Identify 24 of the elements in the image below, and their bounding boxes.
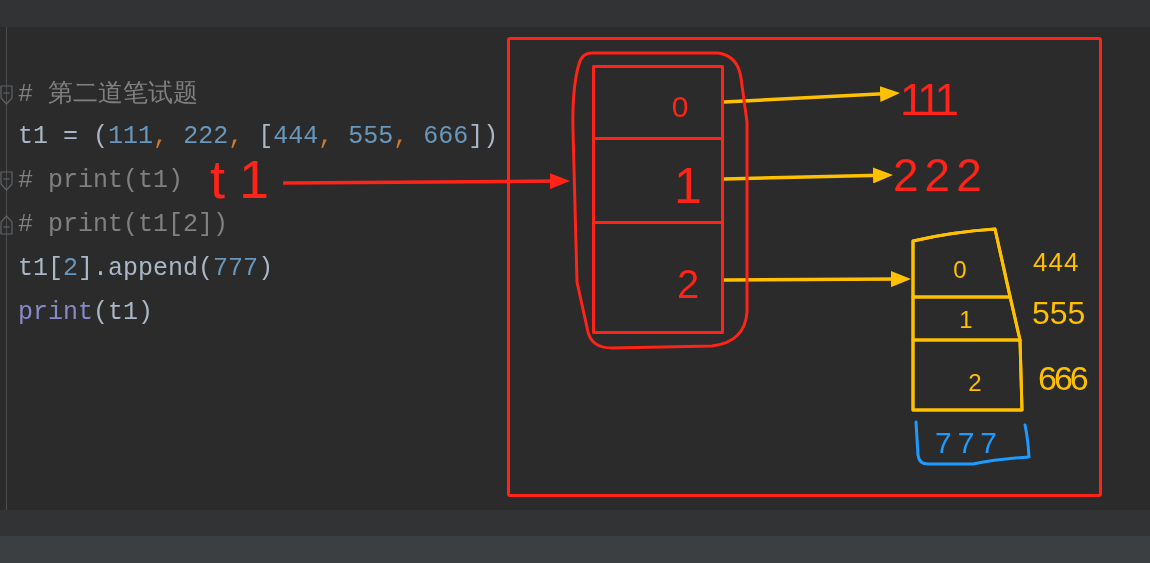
arrow — [723, 86, 901, 104]
arrow — [283, 173, 570, 190]
index-number: 1 — [674, 161, 702, 211]
index-number: 1 — [959, 308, 973, 332]
code-line: # print(t1) — [18, 165, 184, 197]
value-label: 777 — [934, 428, 1004, 458]
arrow — [724, 271, 911, 288]
index-number: 2 — [968, 371, 982, 395]
variable-label: t1 — [210, 152, 284, 206]
value-label: 666 — [1038, 361, 1086, 395]
code-line: # 第二道笔试题 — [18, 79, 198, 111]
value-label: 111 — [900, 78, 955, 122]
memory-frame — [507, 37, 1102, 497]
index-number: 2 — [676, 264, 700, 304]
code-line: # print(t1[2]) — [18, 209, 229, 241]
code-line: t1 = (111, 222, [444, 555, 666]) — [18, 121, 499, 153]
value-label: 222 — [893, 152, 988, 198]
code-line: t1[2].append(777) — [18, 253, 274, 285]
value-label: 444 — [1033, 249, 1080, 275]
arrow — [723, 167, 894, 184]
value-label: 555 — [1032, 297, 1086, 329]
index-number: 0 — [671, 92, 689, 122]
index-number: 0 — [953, 258, 967, 282]
code-line: print(t1) — [18, 297, 154, 329]
